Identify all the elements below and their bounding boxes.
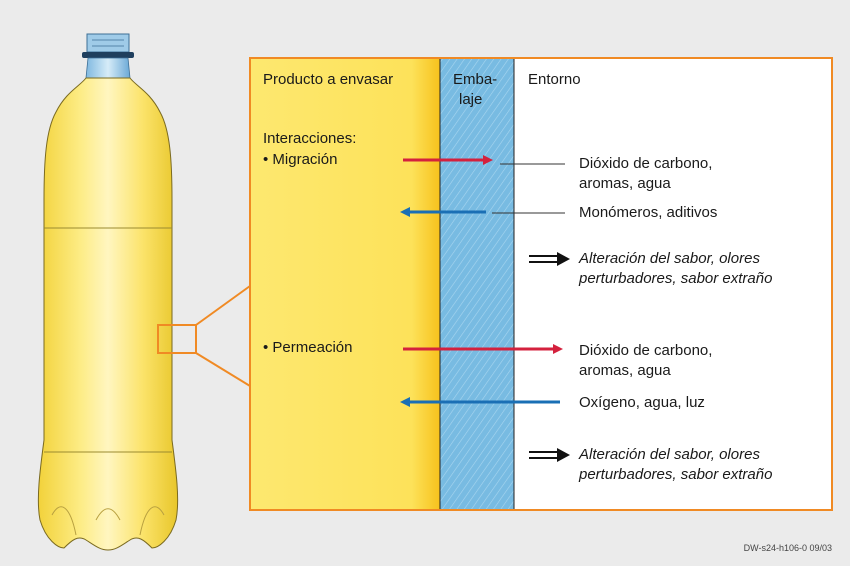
permeation-in-text: Oxígeno, agua, luz	[579, 394, 705, 411]
migration-result-line1: Alteración del sabor, olores	[579, 250, 760, 267]
double-arrow-icon	[529, 448, 570, 462]
zoom-connector-lower	[195, 352, 251, 387]
double-arrow-icon	[529, 252, 570, 266]
permeation-out-text-line2: aromas, agua	[579, 362, 671, 379]
migration-result-line2: perturbadores, sabor extraño	[579, 270, 773, 287]
product-column-header: Producto a envasar	[263, 71, 394, 88]
migration-out-text-line2: aromas, agua	[579, 175, 671, 192]
interactions-heading: Interacciones:	[263, 130, 357, 147]
zoom-highlight-box	[157, 324, 197, 354]
product-zone	[250, 58, 440, 510]
pet-bottle-icon	[37, 33, 179, 551]
permeation-result-line2: perturbadores, sabor extraño	[579, 466, 773, 483]
packaging-column-header-line1: Emba-	[453, 71, 498, 88]
permeation-out-text-line1: Dióxido de carbono,	[579, 342, 713, 359]
packaging-column-header-line2: laje	[459, 91, 483, 108]
migration-in-text: Monómeros, aditivos	[579, 204, 718, 221]
permeation-result-line1: Alteración del sabor, olores	[579, 446, 760, 463]
detail-panel-frame	[249, 57, 833, 511]
migration-label: • Migración	[263, 151, 338, 168]
permeation-label: • Permeación	[263, 339, 353, 356]
packaging-zone	[440, 58, 514, 510]
zoom-connector-upper	[195, 285, 251, 326]
environment-column-header: Entorno	[528, 71, 581, 88]
figure-code: DW-s24-h106-0 09/03	[743, 543, 832, 553]
migration-out-text-line1: Dióxido de carbono,	[579, 155, 713, 172]
